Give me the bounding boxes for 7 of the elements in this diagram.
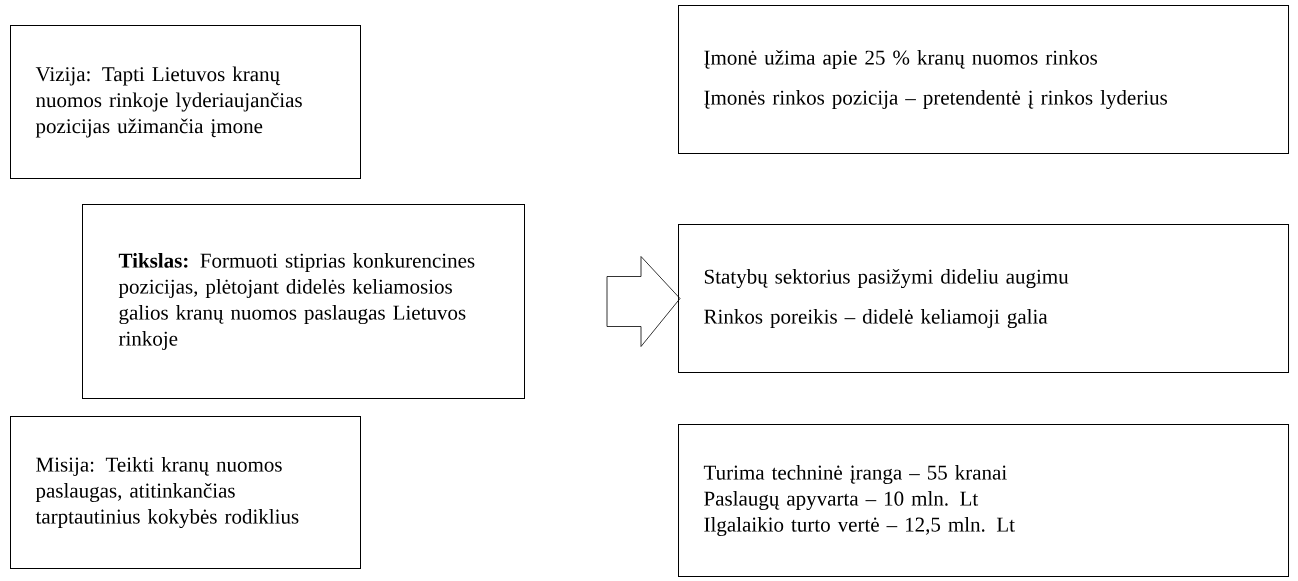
block-arrow — [606, 256, 681, 347]
text-box: Vizija: Tapti Lietuvos kranų nuomos rinkoje lyderiaujančias pozicijas užimančia įmone — [10, 25, 361, 179]
text-box: Įmonė užima apie 25 % kranų nuomos rinkos Įmonės rinkos pozicija – pretendentė į rinkos lyderius — [678, 5, 1289, 154]
text-box: Tikslas: Formuoti stiprias konkurencines pozicijas, plėtojant didelės keliamosios galios kranų nuomos paslaugas Lietuvos rinkoje — [82, 204, 525, 399]
text-box: Turima techninė įranga – 55 kranai Paslaugų apyvarta – 10 mln. Lt Ilgalaikio turto vertė – 12,5 mln. Lt — [678, 424, 1289, 577]
text-box: Statybų sektorius pasižymi dideliu augimu Rinkos poreikis – didelė keliamoji galia — [678, 224, 1289, 373]
text-box: Misija: Teikti kranų nuomos paslaugas, atitinkančias tarptautinius kokybės rodiklius — [10, 416, 361, 569]
